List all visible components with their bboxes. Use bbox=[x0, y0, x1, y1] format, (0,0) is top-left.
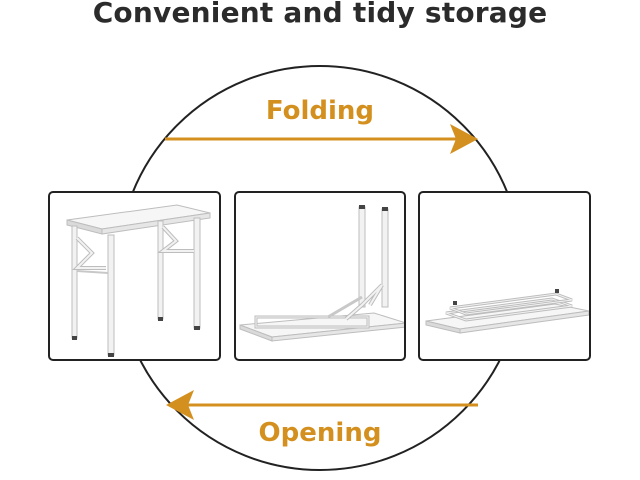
folding-label: Folding bbox=[265, 96, 375, 126]
page-title: Convenient and tidy storage bbox=[92, 0, 548, 29]
open-table-illustration bbox=[66, 204, 211, 357]
folding-arrow bbox=[165, 124, 478, 154]
folded-table-panel bbox=[418, 191, 591, 361]
folding-table-panel bbox=[234, 191, 406, 361]
opening-label: Opening bbox=[258, 418, 382, 448]
open-table-panel bbox=[48, 191, 221, 361]
folding-table-illustration bbox=[239, 205, 404, 342]
folded-table-illustration bbox=[425, 289, 589, 334]
opening-arrow bbox=[166, 390, 478, 420]
